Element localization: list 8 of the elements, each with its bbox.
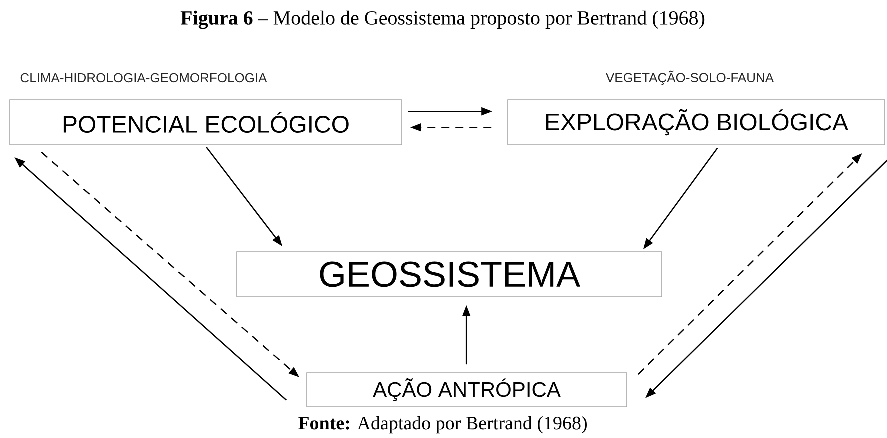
heading-label: CLIMA-HIDROLOGIA-GEOMORFOLOGIA	[20, 73, 268, 83]
concept-box: AÇÃO ANTRÓPICA	[306, 372, 628, 408]
concept-box: EXPLORAÇÃO BIOLÓGICA	[508, 100, 886, 146]
concept-box: POTENCIAL ECOLÓGICO	[10, 100, 402, 146]
source-caption: Fonte: Adaptado por Bertrand (1968)	[298, 416, 587, 434]
heading-label: VEGETAÇÃO-SOLO-FAUNA	[606, 70, 774, 86]
concept-box: GEOSSISTEMA	[236, 252, 662, 298]
figure-title: Figura 6 – Modelo de Geossistema proposto por Bertrand (1968)	[180, 10, 705, 30]
